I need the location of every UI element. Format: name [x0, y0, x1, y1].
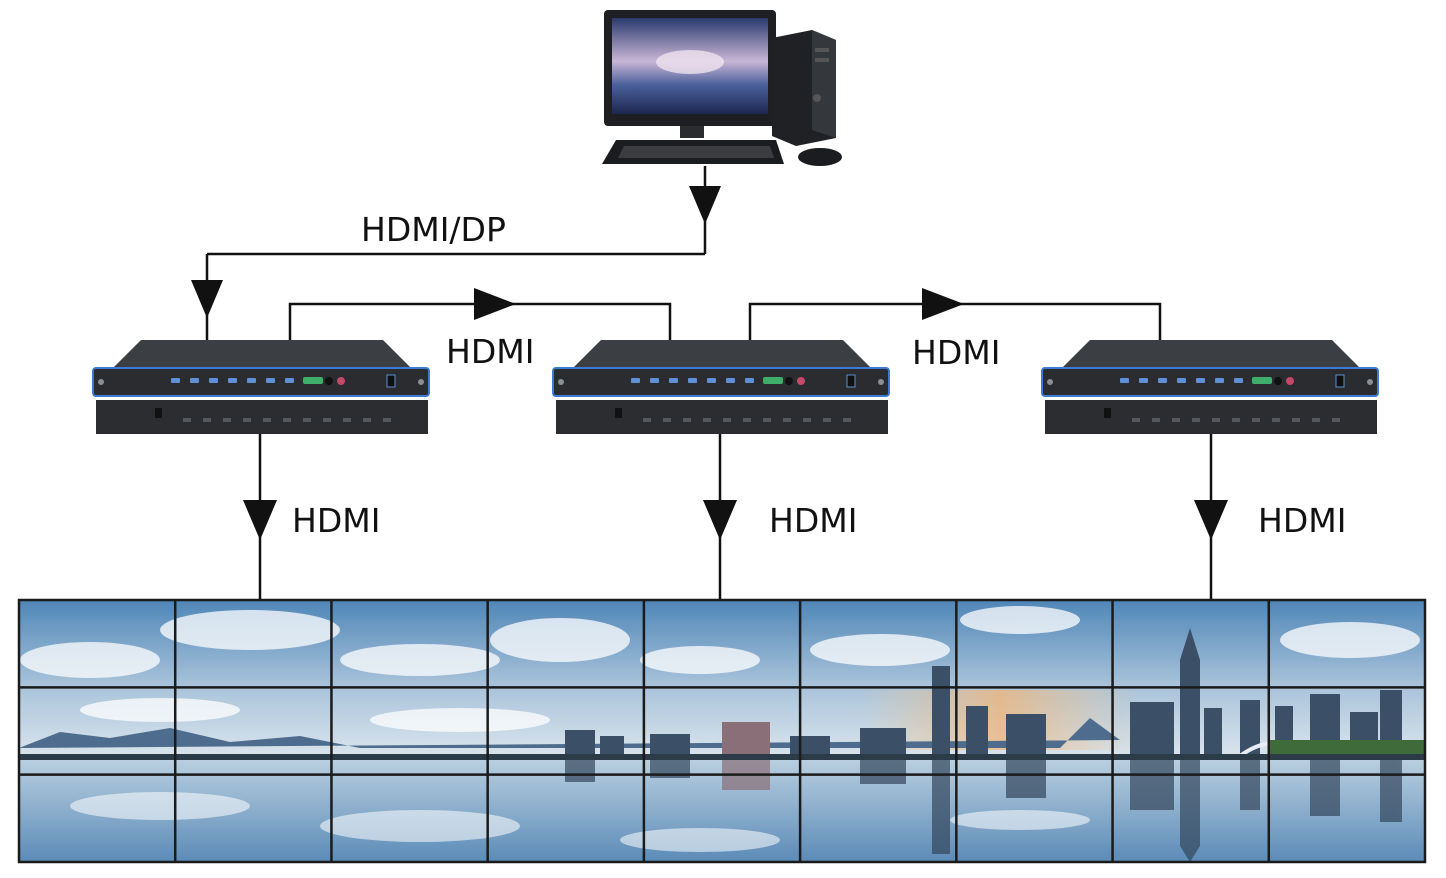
- label-hdmi-cascade-1: HDMI: [446, 332, 534, 371]
- label-hdmi-output-1: HDMI: [292, 501, 380, 540]
- video-wall-controller-2: [552, 340, 890, 434]
- arrow-right-icon: [474, 288, 516, 320]
- arrow-down-icon: [703, 500, 737, 540]
- wall-frame: [17, 598, 1427, 864]
- video-wall-controller-1: [92, 340, 430, 434]
- arrow-down-icon: [1194, 500, 1228, 540]
- arrow-down-icon: [243, 500, 277, 540]
- arrowheads: [191, 186, 1228, 540]
- wall-mountains: [19, 718, 1120, 748]
- label-hdmi-dp: HDMI/DP: [361, 210, 506, 249]
- switcher-devices: [92, 340, 1379, 434]
- arrow-down-icon: [689, 186, 721, 224]
- wall-bezel-grid: [17, 598, 1427, 864]
- label-hdmi-cascade-2: HDMI: [912, 333, 1000, 372]
- computer-icon: [602, 10, 842, 166]
- label-hdmi-output-3: HDMI: [1258, 501, 1346, 540]
- arrow-right-icon: [922, 288, 964, 320]
- video-wall-controller-3: [1041, 340, 1379, 434]
- arrow-down-icon: [191, 280, 223, 318]
- video-wall: [17, 598, 1427, 864]
- wall-clouds: [20, 606, 1420, 732]
- label-hdmi-output-2: HDMI: [769, 501, 857, 540]
